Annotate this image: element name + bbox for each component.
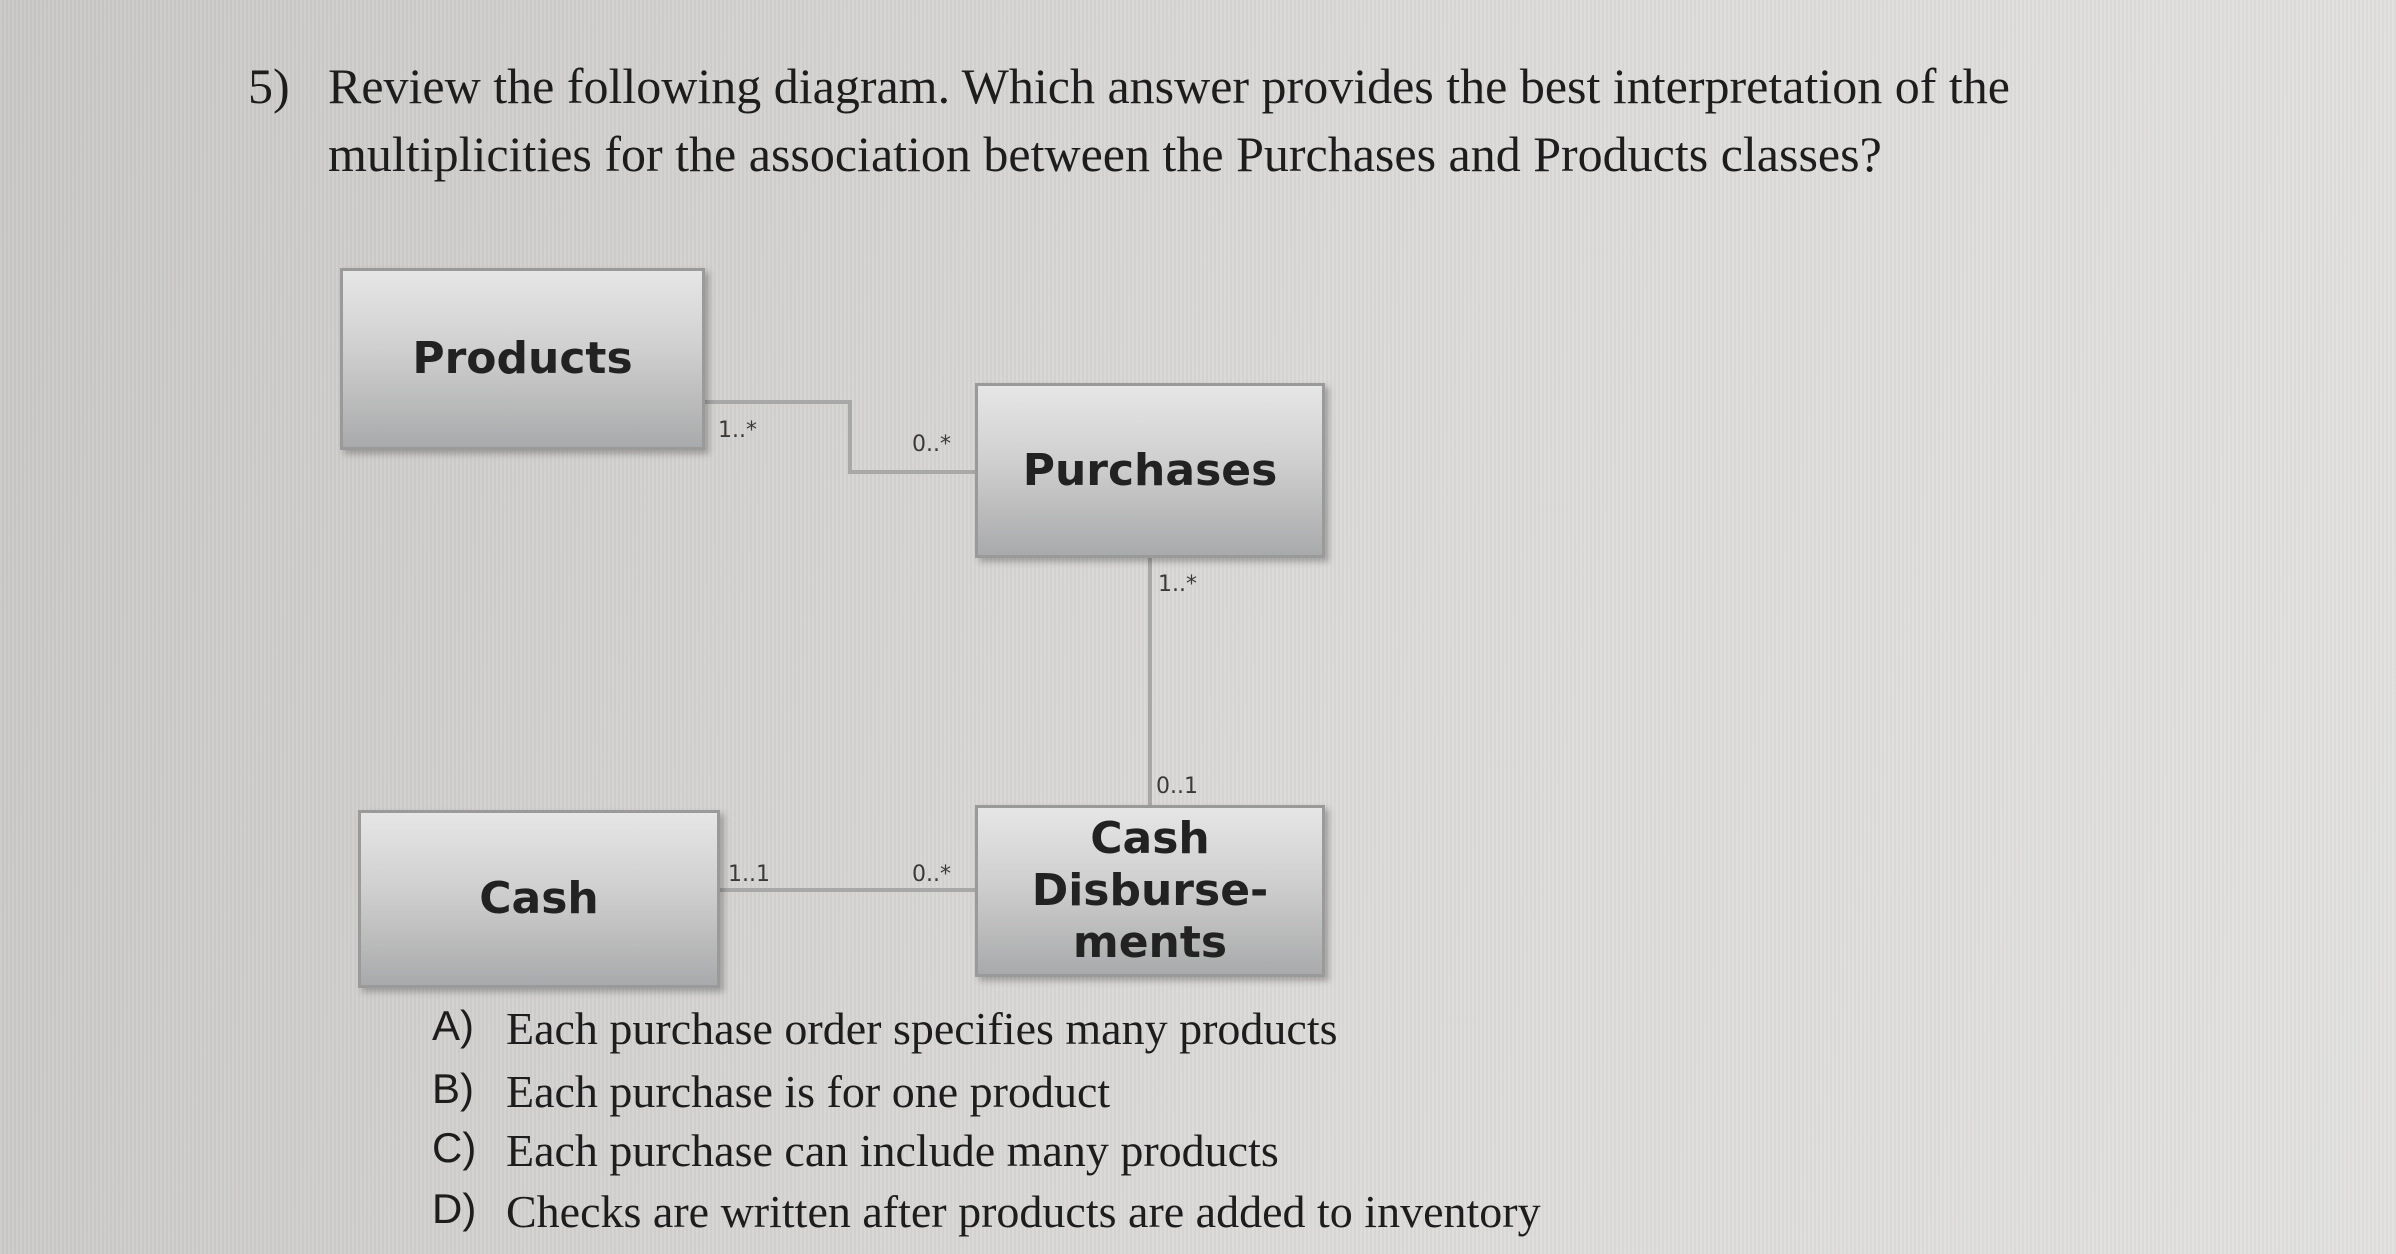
answer-letter: C) [432, 1124, 477, 1171]
class-box-products: Products [340, 268, 705, 450]
association-line-products-purchases-segment-2 [848, 400, 852, 472]
multiplicity-label: 0..1 [1156, 774, 1198, 799]
answer-text: Each purchase order specifies many produ… [506, 1003, 1338, 1054]
answer-letter: A) [432, 1002, 474, 1049]
answer-text: Each purchase can include many products [506, 1125, 1279, 1176]
multiplicity-label: 0..* [912, 432, 951, 457]
association-line-products-purchases-segment-3 [848, 470, 975, 474]
question-text: Review the following diagram. Which answ… [328, 52, 2128, 188]
multiplicity-label: 1..* [718, 418, 757, 443]
class-name-line: Cash [1090, 813, 1210, 864]
class-name-purchases: Purchases [1022, 444, 1278, 496]
answer-text: Checks are written after products are ad… [506, 1186, 1541, 1237]
class-name-cash: Cash [479, 873, 599, 924]
class-box-purchases: Purchases [975, 383, 1325, 558]
answer-text: Each purchase is for one product [506, 1066, 1111, 1117]
class-name-products: Products [412, 333, 633, 384]
answer-letter: D) [432, 1185, 477, 1232]
multiplicity-label: 1..1 [728, 862, 770, 887]
question-number: 5) [248, 58, 290, 114]
multiplicity-label: 1..* [1158, 572, 1197, 597]
class-name-cash-disbursements: Cash Disburse- ments [1032, 813, 1269, 969]
multiplicity-label: 0..* [912, 862, 951, 887]
class-box-cash-disbursements: Cash Disburse- ments [975, 805, 1325, 977]
class-name-line: ments [1072, 917, 1228, 968]
question-line-2: multiplicities for the association betwe… [328, 126, 1882, 182]
association-line-cash-cashdisb [720, 888, 975, 892]
question-line-1: Review the following diagram. Which answ… [328, 58, 2010, 114]
answer-letter: B) [432, 1065, 474, 1112]
class-box-cash: Cash [358, 810, 720, 988]
class-name-line: Disburse- [1031, 865, 1269, 916]
association-line-purchases-cashdisb [1148, 558, 1152, 805]
association-line-products-purchases-segment-1 [705, 400, 850, 404]
